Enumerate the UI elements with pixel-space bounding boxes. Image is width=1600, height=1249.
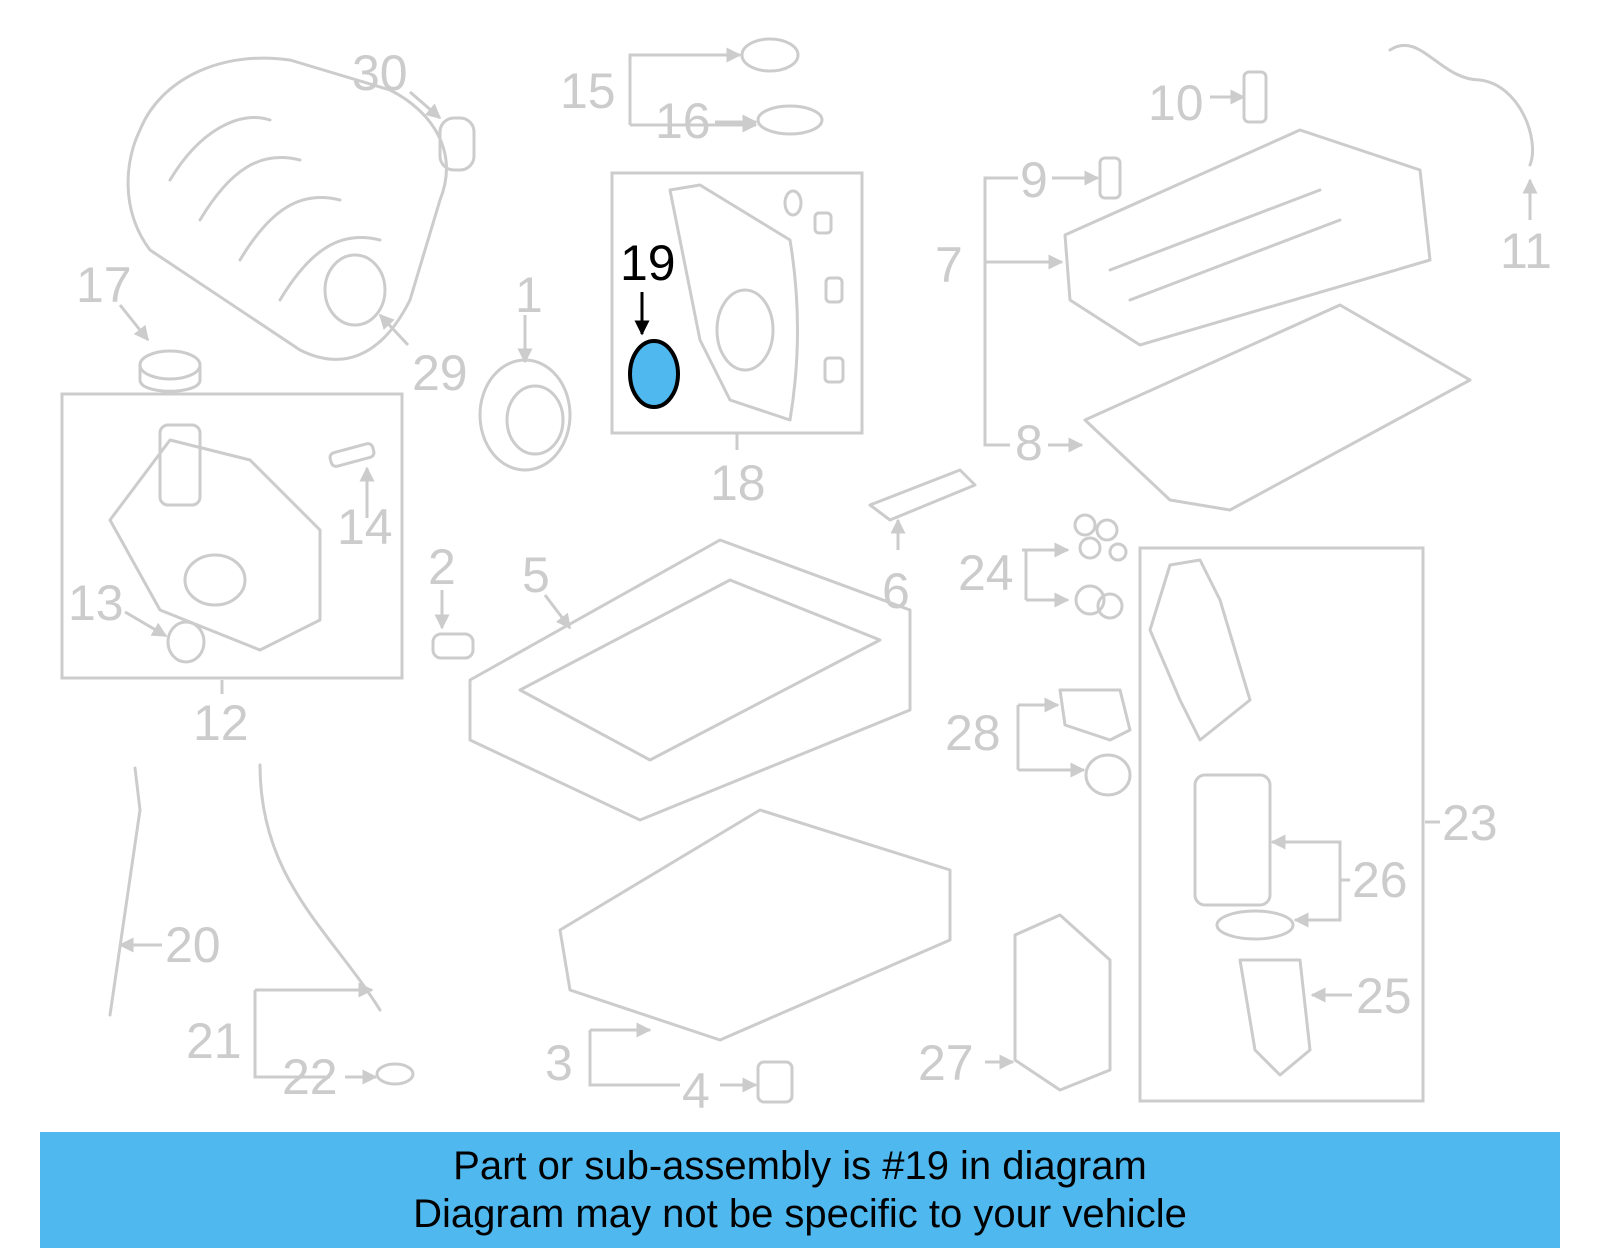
- callout-20: 20: [165, 917, 221, 973]
- gaskets-24-part: [1073, 513, 1128, 620]
- callout-18: 18: [710, 455, 766, 511]
- callout-5: 5: [522, 547, 550, 603]
- callout-numbers: 1 2 3 4 5 6 7 8 9 10 11 12 13 14 15 16 1…: [68, 45, 1552, 1119]
- callout-14: 14: [337, 499, 393, 555]
- callout-13: 13: [68, 575, 124, 631]
- callout-21: 21: [186, 1013, 242, 1069]
- timing-cover-part: [668, 183, 845, 422]
- leader-lines: [118, 47, 1538, 1093]
- callout-28: 28: [945, 705, 1001, 761]
- callout-12: 12: [193, 695, 249, 751]
- group-box-12: [60, 392, 404, 680]
- banner-line-2: Diagram may not be specific to your vehi…: [413, 1192, 1187, 1236]
- info-banner: Part or sub-assembly is #19 in diagram D…: [40, 1132, 1560, 1248]
- callout-4: 4: [682, 1063, 710, 1119]
- callout-15: 15: [560, 63, 616, 119]
- oil-pan-upper-part: [468, 538, 912, 822]
- plug-2-part: [431, 632, 475, 660]
- gasket-30-part: [438, 116, 476, 172]
- oring-22-part: [375, 1062, 415, 1086]
- callout-24: 24: [958, 545, 1014, 601]
- banner-line-1: Part or sub-assembly is #19 in diagram: [453, 1144, 1147, 1188]
- callout-25: 25: [1356, 968, 1412, 1024]
- oil-cooler-part: [1013, 913, 1112, 1092]
- callout-3: 3: [545, 1035, 573, 1091]
- guide-tube-part: [258, 763, 382, 1012]
- group-box-23: [1138, 546, 1425, 1103]
- bolt-9-part: [1098, 156, 1122, 200]
- oring-16-part: [756, 104, 824, 136]
- callout-19-label: 19: [620, 235, 676, 291]
- callout-26: 26: [1352, 852, 1408, 908]
- pulley-part: [478, 358, 572, 472]
- front-cover-part: [108, 423, 322, 652]
- callout-6: 6: [882, 563, 910, 619]
- callout-2: 2: [428, 539, 456, 595]
- hose-11-part: [1388, 43, 1535, 167]
- seal-13-part: [166, 620, 206, 664]
- callout-29: 29: [412, 345, 468, 401]
- dipstick-part: [108, 766, 142, 1017]
- valve-cover-part: [1063, 128, 1432, 347]
- callout-8: 8: [1015, 415, 1043, 471]
- intake-manifold-part: [126, 56, 448, 361]
- filler-cap-part: [740, 37, 800, 73]
- pin-14-part: [328, 442, 376, 468]
- callout-16: 16: [655, 93, 711, 149]
- callout-22: 22: [282, 1049, 338, 1105]
- drain-plug-part: [756, 1060, 794, 1104]
- callout-17: 17: [76, 257, 132, 313]
- seal-17-part: [138, 349, 202, 381]
- gasket-28b-part: [1084, 753, 1132, 797]
- oil-pan-lower-part: [558, 808, 952, 1042]
- group-box-18: [610, 171, 864, 435]
- callout-1: 1: [515, 267, 543, 323]
- sensor-10-part: [1242, 70, 1268, 124]
- callout-30: 30: [352, 45, 408, 101]
- valve-gasket-part: [1083, 303, 1472, 512]
- callout-7: 7: [935, 237, 963, 293]
- gasket-28a-part: [1058, 688, 1132, 742]
- seal-19-highlight: [628, 339, 680, 409]
- filter-housing-part: [1148, 558, 1312, 1077]
- callout-27: 27: [918, 1035, 974, 1091]
- callout-10: 10: [1148, 75, 1204, 131]
- sealant-part: [868, 468, 977, 522]
- callout-23: 23: [1442, 795, 1498, 851]
- callout-9: 9: [1020, 152, 1048, 208]
- callout-11: 11: [1500, 223, 1552, 279]
